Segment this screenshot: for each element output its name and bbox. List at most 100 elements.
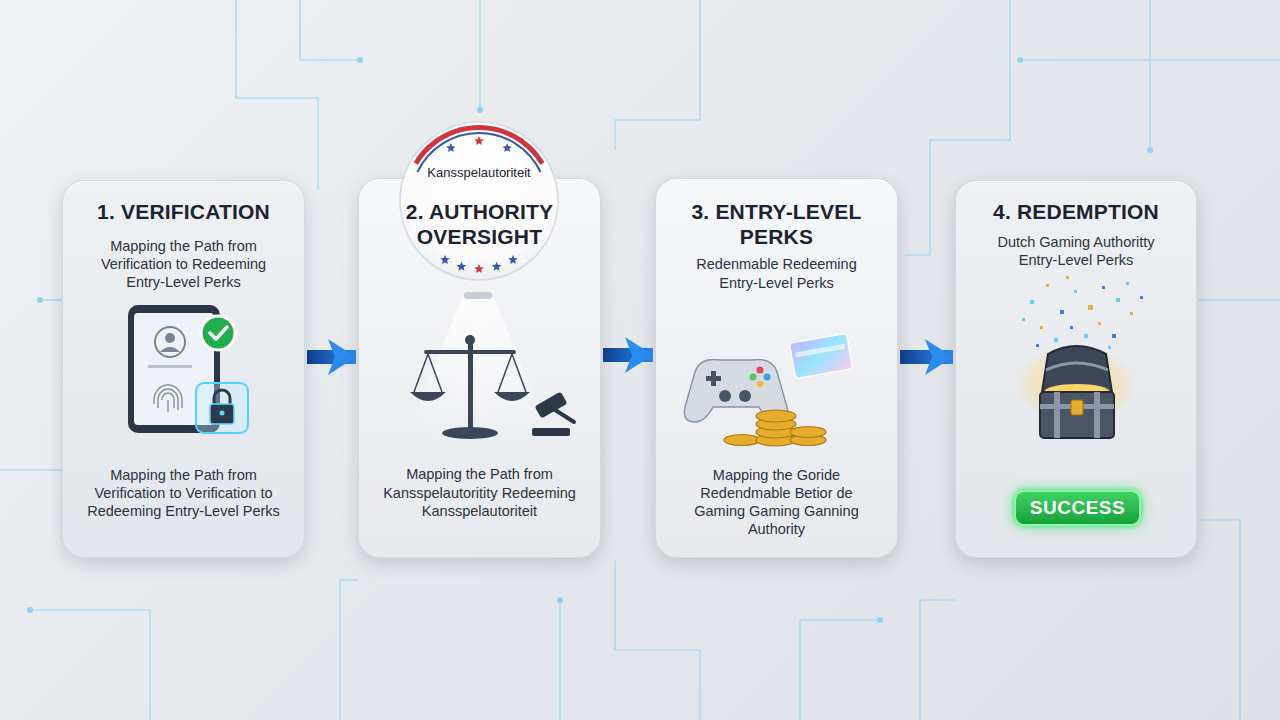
perks-icon-part: [795, 344, 845, 358]
verification-icon-part: [128, 305, 220, 433]
sparkles-part: [1084, 334, 1088, 338]
sparkles-part: [1066, 276, 1069, 279]
step-subtitle: Dutch Gaming Authoritty Entry-Level Perk…: [981, 233, 1171, 269]
perks-icon-part: [764, 374, 771, 381]
circuit-lines-part: [615, 560, 700, 720]
circuit-lines-part: [559, 600, 561, 720]
circuit-lines-part: [0, 469, 62, 471]
sparkles-part: [1140, 296, 1143, 299]
treasure-chest-icon-part: [1042, 346, 1112, 392]
sparkles-part: [1116, 298, 1120, 302]
perks-icon-part: [750, 374, 757, 381]
sparkles-part: [1126, 282, 1129, 285]
treasure-chest-icon-part: [1040, 404, 1114, 409]
badge-star: [440, 255, 450, 264]
badge-ring: [414, 125, 545, 165]
verification-icon-part: [155, 327, 185, 357]
verification-icon-part: [214, 390, 230, 405]
success-button: SUCCESS: [1014, 490, 1141, 526]
justice-scales-icon-part-part: [428, 354, 442, 392]
verification-icon-part: [134, 313, 214, 425]
perks-icon-part-part: [790, 427, 826, 438]
perks-icon-part-part: [790, 435, 826, 446]
verification-icon: [128, 305, 248, 433]
circuit-lines-part: [1198, 520, 1240, 720]
verification-icon-part: [154, 385, 182, 412]
step-description: Mapping the Path from Kansspelautoritity…: [380, 465, 580, 519]
flow-arrow: [900, 350, 953, 364]
justice-scales-icon-part: [426, 350, 514, 354]
verification-icon-part-part: [158, 389, 178, 410]
circuit-lines-part: [300, 0, 360, 60]
step-heading: 2. AUTHORITY OVERSIGHT: [394, 199, 566, 249]
sparkles-part: [1112, 334, 1116, 338]
sparkles-part: [1130, 312, 1133, 315]
verification-icon-part: [201, 316, 235, 350]
justice-scales-icon-part: [535, 391, 568, 418]
step-heading: 3. ENTRY-LEVEL PERKS: [677, 199, 877, 249]
perks-icon-part-part: [756, 410, 796, 422]
sparkles-part: [1074, 290, 1077, 293]
justice-scales-icon-part-part: [512, 354, 526, 392]
treasure-chest-icon-part: [1044, 384, 1110, 400]
justice-scales-icon-part: [468, 340, 473, 430]
circuit-lines-part: [1198, 299, 1280, 301]
badge-star: [446, 143, 456, 152]
sparkles-part: [1030, 300, 1034, 304]
circuit-nodes-part: [1147, 147, 1153, 153]
treasure-chest-icon-part: [1040, 392, 1114, 438]
flow-arrow: [603, 348, 653, 362]
justice-scales-icon-part: [414, 354, 526, 392]
justice-scales-icon-part-part: [414, 354, 428, 392]
circuit-lines-part: [30, 610, 150, 720]
circuit-lines-part: [1020, 59, 1280, 61]
step-heading: 4. REDEMPTION: [964, 199, 1189, 224]
button-label: SUCCESS: [1030, 496, 1125, 520]
circuit-nodes-part: [557, 597, 563, 603]
badge-star: [502, 143, 512, 152]
badge-disc: [400, 122, 558, 280]
sparkles-part: [1060, 310, 1064, 314]
perks-icon-part-part: [756, 434, 796, 446]
badge-star: [508, 255, 518, 264]
verification-icon-part: [196, 383, 248, 433]
circuit-nodes-part: [1017, 57, 1023, 63]
sparkles-part: [1108, 346, 1111, 349]
step-heading: 1. VERIFICATION: [71, 199, 296, 224]
verification-icon-part: [165, 333, 175, 343]
circuit-nodes-part: [27, 607, 33, 613]
verification-icon-part-part: [154, 385, 182, 408]
badge-star: [474, 264, 484, 273]
step-description: Mapping the Goride Redendmable Betior de…: [688, 466, 866, 539]
verification-icon-part-part: [167, 400, 169, 412]
circuit-nodes-part: [477, 107, 483, 113]
circuit-lines-part: [1149, 0, 1151, 150]
perks-icon-part-part: [756, 418, 796, 430]
step-subtitle: Redenmable Redeeming Entry-Level Perks: [677, 255, 877, 291]
sparkles-part: [1054, 338, 1058, 342]
treasure-chest-icon-part: [1046, 363, 1108, 370]
perks-icon-part: [706, 371, 721, 386]
sparkles-part: [1046, 284, 1049, 287]
circuit-lines-part: [800, 620, 880, 720]
verification-icon-part: [220, 411, 225, 416]
badge-star: [474, 136, 484, 145]
justice-scales-icon-part: [552, 408, 574, 422]
badge-star: [457, 262, 467, 271]
treasure-chest-icon-part: [1071, 400, 1083, 415]
sparkles-part: [1102, 286, 1105, 289]
justice-scales-icon-part: [400, 298, 556, 448]
justice-scales-icon-part: [410, 392, 446, 401]
badge-label: Kansspelautoriteit: [409, 165, 549, 181]
sparkles-part: [1098, 322, 1101, 325]
perks-icon-part: [739, 390, 751, 402]
verification-icon-part: [210, 327, 227, 339]
circuit-nodes-part: [877, 617, 883, 623]
treasure-chest-icon-part: [1094, 392, 1100, 438]
circuit-nodes-part: [357, 57, 363, 63]
step-description: Mapping the Path from Verification to Ve…: [84, 466, 284, 520]
justice-scales-icon-part: [465, 335, 475, 345]
perks-icon-part: [724, 410, 826, 446]
